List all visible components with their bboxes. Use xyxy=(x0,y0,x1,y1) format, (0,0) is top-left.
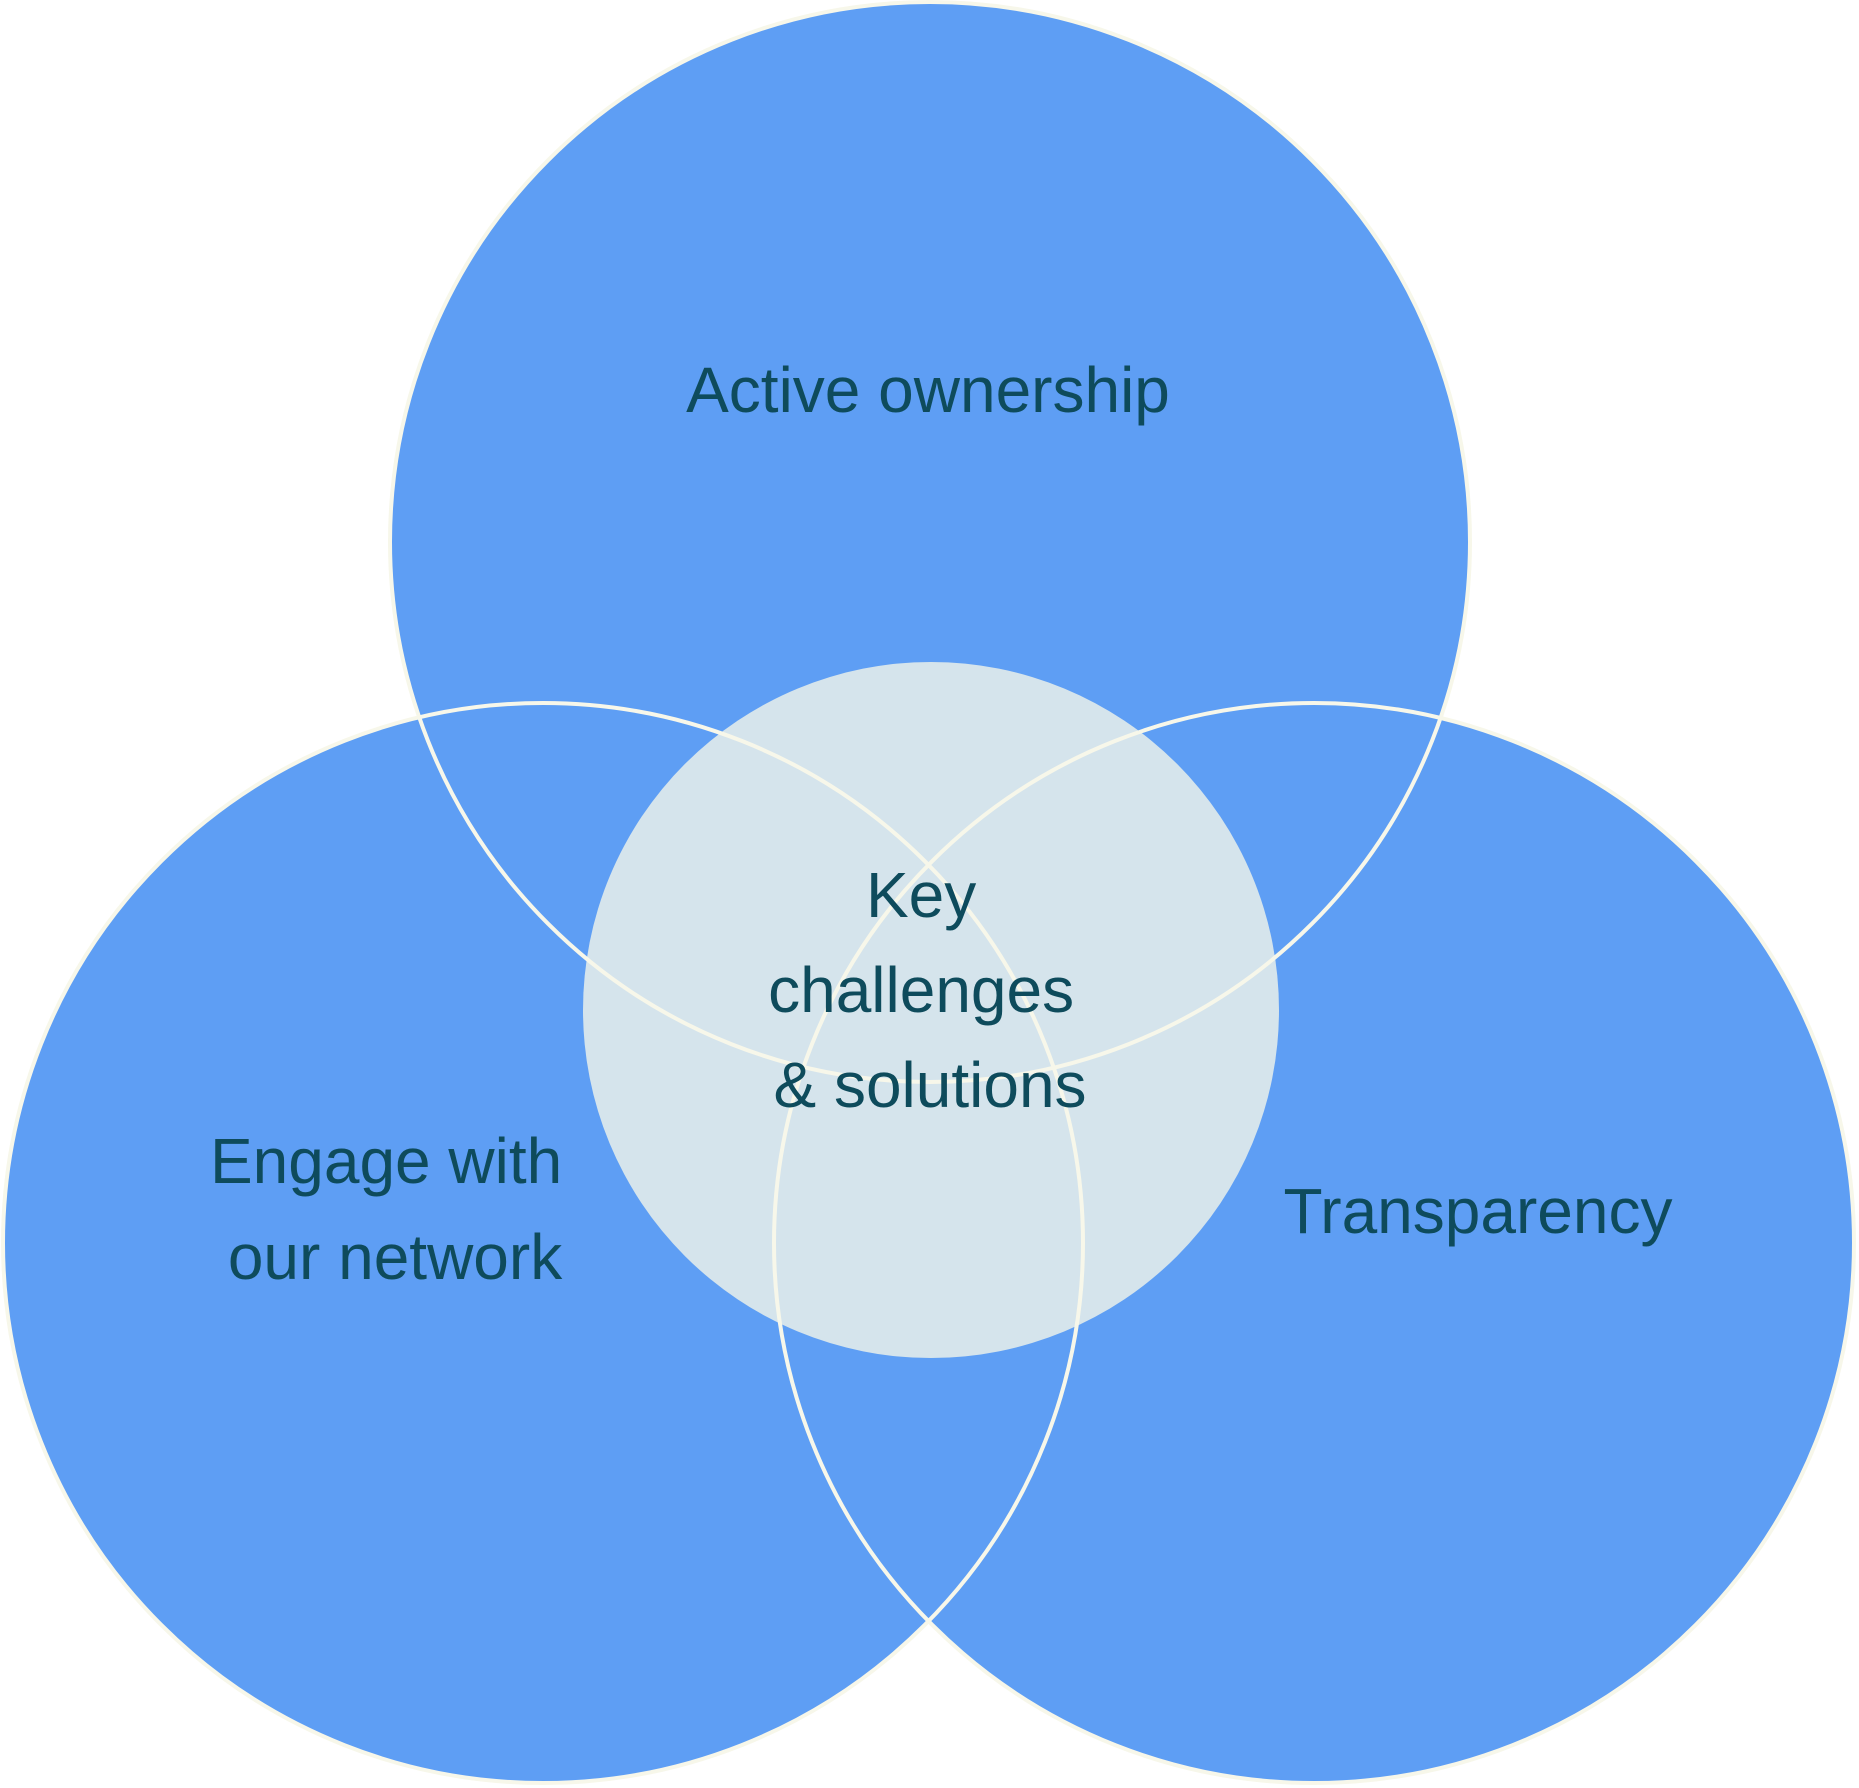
label-center-line-2: challenges xyxy=(768,954,1074,1026)
label-center: Key challenges & solutions xyxy=(768,859,1092,1121)
label-engage-network: Engage with our network xyxy=(210,1125,580,1293)
circle-center xyxy=(583,662,1279,1358)
label-active-ownership: Active ownership xyxy=(686,354,1170,426)
label-engage-line-2: our network xyxy=(228,1221,563,1293)
outline-engage-network xyxy=(1,701,1085,1785)
label-engage-line-1: Engage with xyxy=(210,1125,562,1197)
outline-active-ownership xyxy=(388,0,1472,1084)
label-transparency: Transparency xyxy=(1284,1175,1673,1247)
label-center-line-3: & solutions xyxy=(773,1049,1086,1121)
outline-transparency xyxy=(772,701,1856,1785)
label-center-line-1: Key xyxy=(866,859,976,931)
